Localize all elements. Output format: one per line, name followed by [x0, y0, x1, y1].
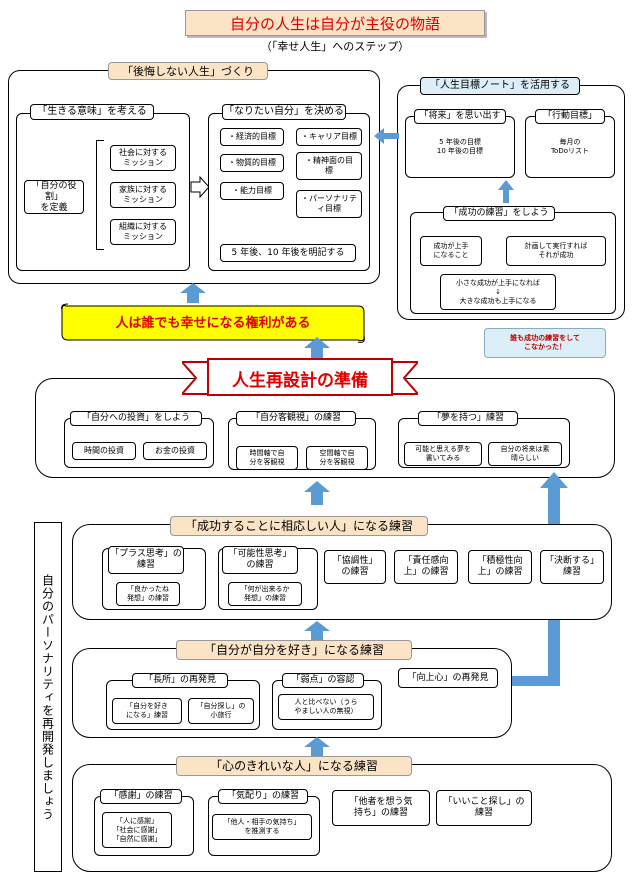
objective-space: 空間軸で自 分を客観視 — [306, 446, 368, 470]
banner-text: 人は誰でも幸せになる権利がある — [115, 316, 311, 331]
plus-thinking-title: 「プラス思考」の 練習 — [108, 546, 184, 574]
prep-title: 人生再設計の準備 — [232, 371, 368, 391]
clarify-years: 5 年後、10 年後を明記する — [220, 244, 356, 262]
goal-personality: ・パーソナリテ ィ目標 — [296, 190, 362, 218]
strength-like-self: 「自分を好き になる」練習 — [112, 698, 182, 724]
others-thought-practice: 「他者を想う気 持ち」の練習 — [332, 790, 430, 826]
gratitude-title: 「感謝」の練習 — [100, 789, 182, 804]
dream-future: 自分の将来は素 晴らしい — [488, 442, 562, 466]
goal-material: ・物質的目標 — [220, 154, 284, 172]
goal-economic: ・経済的目標 — [220, 128, 284, 146]
ideal-self-title: 「なりたい自分」を決める — [222, 104, 346, 120]
up-arrow-icon-3 — [304, 337, 330, 361]
subtitle: （「幸せ人生」へのステップ） — [260, 40, 410, 53]
success-practice-title: 「成功の練習」をしよう — [443, 206, 555, 221]
mission-organization: 組織に対する ミッション — [110, 219, 176, 245]
responsibility-practice: 「責任感向 上」の練習 — [394, 550, 458, 584]
possibility-sub: 「何が出来るか 発想」の練習 — [228, 582, 302, 606]
mission-family: 家族に対する ミッション — [110, 182, 176, 208]
action-text: 毎月の ToDoリスト — [550, 138, 590, 155]
goal-career: ・キャリア目標 — [296, 128, 362, 146]
role-box: 「自分の役割」 を定義 — [24, 180, 84, 214]
scroll-banner — [61, 303, 365, 343]
weakness-title: 「弱点」の容認 — [282, 673, 364, 688]
left-arrow-icon — [374, 128, 399, 144]
hollow-arrow-icon — [190, 176, 210, 198]
care-sub: 「他人・相手の気持ち」 を推測する — [212, 814, 312, 840]
main-title-box: 自分の人生は自分が主役の物語 — [185, 10, 485, 36]
possibility-title: 「可能性思考」 の練習 — [222, 546, 298, 574]
success-item-2: 計画して実行すれば それが成功 — [506, 236, 606, 266]
goal-mental: ・精神面の目 標 — [296, 152, 362, 180]
dream-write: 可能と思える夢を 書いてみる — [404, 442, 482, 466]
care-title: 「気配り」の練習 — [218, 789, 308, 804]
weakness-sub: 人と比べない（うら やましい人の無視） — [278, 694, 374, 720]
meaning-title: 「生きる意味」を考える — [30, 104, 154, 120]
plus-thinking-sub: 「良かったね 発想」の練習 — [116, 582, 180, 606]
invest-time: 時間の投資 — [72, 442, 136, 460]
decision-practice: 「決断する」 練習 — [540, 550, 604, 584]
no-regret-title: 「後悔しない人生」づくり — [108, 62, 268, 80]
objective-title: 「自分客観視」の練習 — [236, 411, 356, 426]
up-arrow-icon-6 — [304, 737, 330, 757]
dream-title: 「夢を持つ」練習 — [418, 411, 518, 426]
up-arrow-icon-2 — [180, 283, 206, 303]
main-title: 自分の人生は自分が主役の物語 — [229, 14, 440, 33]
level3-title: 「成功することに相応しい人」になる練習 — [170, 516, 428, 536]
callout-note: 誰も成功の練習をして こなかった！ — [484, 328, 606, 358]
gratitude-sub: 「人に感謝」 「社会に感謝」 「自然に感謝」 — [102, 812, 172, 848]
up-arrow-icon-4 — [304, 481, 330, 505]
goal-note-title: 「人生目標ノート」を活用する — [420, 77, 580, 95]
up-arrow-icon-5 — [304, 621, 330, 641]
level1-title: 「心のきれいな人」になる練習 — [176, 756, 412, 776]
level2-title: 「自分が自分を好き」になる練習 — [176, 640, 412, 660]
strength-journey: 「自分探し」の 小旅行 — [188, 698, 254, 724]
strength-title: 「長所」の再発見 — [132, 673, 228, 688]
action-title: 「行動目標」 — [535, 109, 605, 124]
future-box — [405, 116, 515, 178]
future-title: 「将来」を思い出す — [414, 109, 506, 124]
side-label: 自分のパーソナリティを再開発しましょう — [40, 573, 55, 821]
proactive-practice: 「積極性向 上」の練習 — [468, 550, 532, 584]
mission-bracket — [96, 140, 104, 250]
good-things-practice: 「いいこと探し」の 練習 — [436, 790, 532, 826]
mission-social: 社会に対する ミッション — [110, 145, 176, 171]
success-item-3: 小さな成功が上手になれば ↓ 大きな成功も上手になる — [440, 274, 556, 310]
objective-time: 時間軸で自 分を客観視 — [236, 446, 298, 470]
side-label-box: 自分のパーソナリティを再開発しましょう — [34, 522, 62, 872]
prep-ribbon — [182, 358, 418, 396]
up-arrow-icon — [498, 180, 514, 203]
future-text: 5 年後の目標 10 年後の目標 — [436, 138, 484, 155]
cooperation-practice: 「協調性」 の練習 — [324, 550, 386, 584]
improve-rediscovery: 「向上心」の再発見 — [398, 668, 498, 688]
success-item-1: 成功が上手 になること — [420, 236, 482, 266]
goal-ability: ・能力目標 — [220, 182, 284, 200]
invest-title: 「自分への投資」をしよう — [70, 411, 202, 426]
invest-money: お金の投資 — [143, 442, 207, 460]
